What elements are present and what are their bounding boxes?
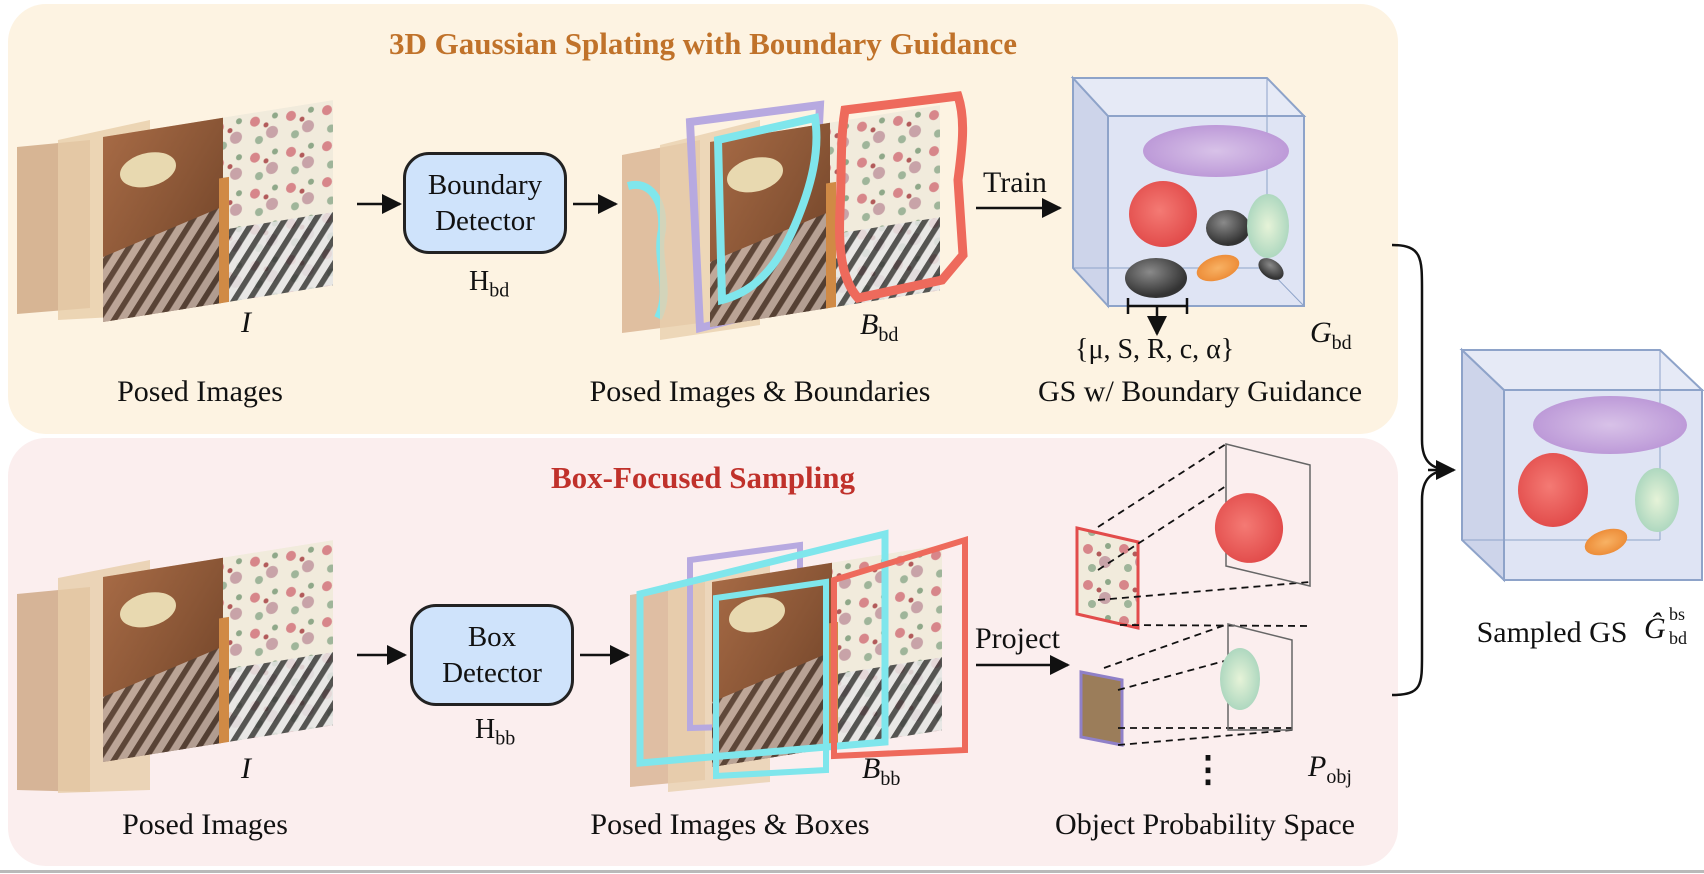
top-input-var: I	[241, 306, 251, 339]
top-input-caption: Posed Images	[117, 375, 283, 408]
box-detector-line2: Detector	[442, 657, 542, 689]
bottom-input-var: I	[241, 752, 251, 785]
sampled-gs-caption: Sampled GS	[1476, 616, 1628, 649]
boundary-detector-line2: Detector	[435, 205, 535, 237]
top-output-caption: Posed Images & Boundaries	[589, 375, 931, 408]
bottom-output-caption: Posed Images & Boxes	[590, 808, 870, 841]
top-boundary-images-stack	[622, 91, 968, 340]
sampled-gs-cube	[1459, 347, 1704, 583]
box-detector-line1: Box	[467, 620, 517, 653]
gs-parameters: {μ, S, R, c, α}	[1075, 334, 1235, 365]
boundary-detector-symbol: Hbd	[469, 266, 510, 302]
gs-boundary-caption: GS w/ Boundary Guidance	[1037, 375, 1363, 408]
object-probability-space	[1075, 443, 1311, 747]
bottom-box-images-stack	[630, 529, 968, 792]
page-bottom-rule	[0, 870, 1704, 873]
box-detector-symbol: Hbb	[475, 714, 516, 750]
bottom-posed-images-stack	[17, 540, 333, 793]
boundary-guidance-title: 3D Gaussian Splating with Boundary Guida…	[389, 26, 1017, 61]
ellipsis-dots: ⋮	[1190, 749, 1226, 789]
boxes-var: Bbb	[862, 752, 901, 790]
prob-space-var: Pobj	[1308, 750, 1352, 788]
boundary-gs-cube	[1070, 75, 1307, 336]
prob-space-caption: Object Probability Space	[1055, 808, 1355, 841]
sampled-gs-var: Ĝ bs bd	[1644, 604, 1687, 648]
box-sampling-title: Box-Focused Sampling	[550, 460, 856, 495]
boundary-detector-line1: Boundary	[427, 168, 543, 201]
gs-boundary-var: Gbd	[1310, 316, 1352, 354]
train-label: Train	[983, 166, 1047, 199]
project-label: Project	[975, 622, 1060, 655]
top-posed-images-stack	[17, 100, 333, 322]
bottom-input-caption: Posed Images	[122, 808, 288, 841]
boundaries-var: Bbd	[860, 308, 899, 346]
